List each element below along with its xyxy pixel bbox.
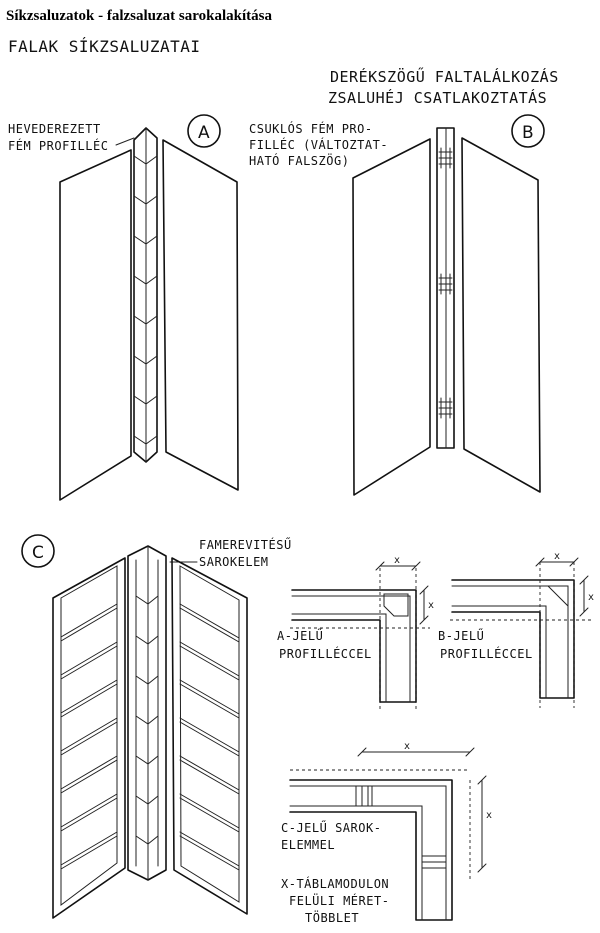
detail-c-joint — [355, 785, 373, 807]
detail-c-note-line2: FELÜLI MÉRET- — [289, 892, 389, 908]
detail-b-section — [451, 579, 575, 699]
panel-b-circle — [511, 114, 545, 148]
panel-c-letter: C — [32, 543, 44, 563]
detail-a-section — [291, 589, 417, 703]
detail-c-joint-vertical — [421, 855, 447, 869]
detail-c-dim-x-label: x — [404, 741, 411, 752]
detail-b-dim-x-label-vertical: x — [588, 592, 595, 603]
panel-a-leader — [115, 137, 135, 146]
panel-a: HEVEDEREZETT FÉM PROFILLÉC A — [8, 114, 239, 501]
right-heading-line1: DERÉKSZÖGŰ FALTALÁLKOZÁS — [330, 66, 559, 86]
panel-b-label-line3: HATÓ FALSZÖG) — [249, 152, 349, 168]
detail-b-profile — [546, 585, 569, 608]
panel-b-left-wall — [352, 138, 431, 496]
panel-c-circle — [21, 534, 55, 568]
panel-b-right-wall — [461, 137, 541, 493]
detail-c-section — [289, 779, 453, 921]
panel-b: CSUKLÓS FÉM PRO- FILLÉC (VÁLTOZTAT- HATÓ… — [249, 114, 545, 496]
panel-a-right-wall — [162, 139, 239, 491]
detail-c-note-line3: TÖBBLET — [305, 909, 359, 925]
detail-a-label-line1: A-JELŰ — [277, 628, 323, 643]
detail-c-label-line1: C-JELŰ SAROK- — [281, 820, 381, 835]
detail-c-dim-x-vertical — [477, 775, 487, 873]
panel-c-label-line2: SAROKELEM — [199, 555, 269, 569]
panel-c-right-braces — [179, 603, 240, 871]
panel-c-corner-ribs — [135, 595, 159, 845]
section-title: FALAK SÍKZSALUZATAI — [8, 37, 201, 56]
page-title: Síkzsaluzatok - falzsaluzat sarokalakítá… — [6, 8, 272, 24]
detail-a-dim-x-label-vertical: x — [428, 600, 435, 611]
detail-a-dim-x-horizontal — [375, 561, 421, 571]
detail-a-label-line2: PROFILLÉCCEL — [279, 646, 372, 661]
panel-c-left-braces — [60, 603, 118, 870]
panel-a-left-wall — [59, 149, 132, 501]
detail-b-label-line1: B-JELŰ — [438, 628, 484, 643]
detail-c: x x C-JELŰ SAROK- ELEMMEL X-TÁBLAMODULON… — [281, 741, 493, 925]
panel-c-right-panel — [171, 557, 248, 915]
panel-b-hinges — [438, 147, 453, 419]
detail-c-dim-x-horizontal — [357, 747, 475, 757]
detail-b-dim-x-vertical — [579, 575, 589, 617]
detail-b-dim-x-horizontal — [535, 557, 579, 567]
panel-b-letter: B — [522, 123, 534, 143]
panel-a-letter: A — [198, 123, 210, 143]
right-heading-line2: ZSALUHÉJ CSATLAKOZTATÁS — [328, 88, 547, 107]
detail-c-dim-x-label-vertical: x — [486, 810, 493, 821]
panel-c-label-line1: FAMEREVITÉSŰ — [199, 537, 292, 552]
panel-a-circle — [187, 114, 221, 148]
detail-b: x x B-JELŰ PROFILLÉCCEL — [438, 551, 595, 708]
panel-a-label-line1: HEVEDEREZETT — [8, 122, 101, 136]
detail-a-dim-x-label: x — [394, 555, 401, 566]
panel-a-label-line2: FÉM PROFILLÉC — [8, 138, 108, 153]
detail-a-profile — [383, 593, 409, 617]
detail-b-dim-x-label: x — [554, 551, 561, 562]
detail-b-label-line2: PROFILLÉCCEL — [440, 646, 533, 661]
detail-a-dim-x-vertical — [419, 585, 429, 625]
panel-a-straps — [133, 155, 158, 445]
panel-b-hinged-batten — [436, 127, 455, 449]
panel-c-corner-element — [127, 545, 167, 881]
panel-c: C FAMEREVITÉSŰ SAROKELEM — [21, 534, 292, 919]
detail-c-label-line2: ELEMMEL — [281, 838, 335, 852]
panel-b-label-line2: FILLÉC (VÁLTOZTAT- — [249, 137, 388, 152]
detail-c-note-line1: X-TÁBLAMODULON — [281, 876, 389, 891]
detail-a: x x A-JELŰ PROFILLÉCCEL — [277, 555, 435, 712]
panel-c-left-panel — [52, 557, 126, 919]
panel-b-label-line1: CSUKLÓS FÉM PRO- — [249, 121, 373, 136]
